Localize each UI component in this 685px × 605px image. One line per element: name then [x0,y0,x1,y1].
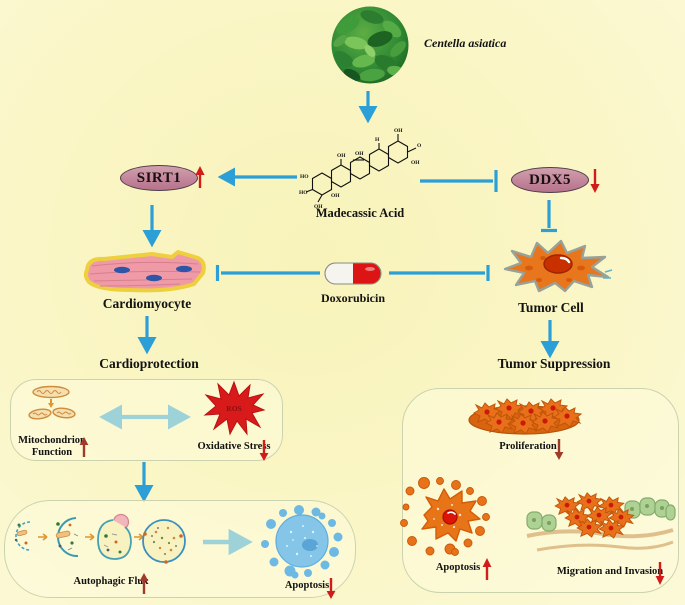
plant-label: Centella asiatica [424,36,507,50]
stage-phagophore-small [14,521,31,551]
apoptotic-tumor-cell-icon [400,477,490,556]
svg-text:OH: OH [411,160,420,166]
ddx5-down-arrow-icon [590,169,600,193]
cardio-apoptosis-down-arrow-icon [326,578,336,599]
tumor-apoptosis-label: Apoptosis [435,562,481,573]
svg-text:HO: HO [300,174,309,180]
epithelial-nuclei [532,504,664,525]
stage-autophagosome-fusion [97,513,132,560]
orange-cell-speckles [433,504,462,529]
ddx5-node: DDX5 [511,167,589,193]
ddx5-label: DDX5 [529,171,571,188]
svg-text:OH: OH [314,204,323,210]
proliferation-down-arrow-icon [554,439,564,460]
blue-cell-body [275,514,329,568]
stage-phagophore-cup [55,517,79,558]
tumor-cytoplasm-spots [525,256,585,282]
sirt1-node: SIRT1 [120,165,198,191]
migration-down-arrow-icon [655,562,665,585]
tumor-nucleus [543,254,573,274]
mitochondria-cristae [32,390,72,416]
svg-text:OH: OH [394,128,403,134]
tumor-cell [503,239,613,293]
compound-label: Madecassic Acid [315,206,405,220]
cardiomyocyte-cell [83,250,206,293]
cardiomyocyte-label: Cardiomyocyte [102,296,192,311]
centella-plant-photo [331,6,409,84]
tumor-apoptosis-up-arrow-icon [482,558,492,580]
cardio-apoptosis-label: Apoptosis [284,580,330,591]
membrane-ribbons [526,528,674,552]
sirt1-label: SIRT1 [136,169,182,186]
sirt1-up-arrow-icon [195,166,205,188]
autophagy-up-arrow-icon [139,573,149,594]
svg-text:HO: HO [299,190,308,196]
doxorubicin-label: Doxorubicin [320,291,385,305]
tumor-mass-icon [468,398,582,435]
ros-label: ROS [226,404,241,413]
proliferation-label: Proliferation [499,441,557,452]
migration-invasion-label: Migration and Invasion [556,566,664,577]
mitochondria-icon [28,385,76,420]
doxorubicin-capsule [324,262,382,285]
migration-invasion-icon [526,492,676,552]
svg-text:H: H [375,137,380,143]
svg-text:O: O [417,143,422,149]
cardioprotection-title: Cardioprotection [99,356,199,371]
tumor-cell-label: Tumor Cell [518,300,584,315]
stage-autolysosome [142,519,186,564]
apoptotic-cardiomyocyte-icon [261,505,343,579]
orange-fragments [400,477,490,556]
oxidative-down-arrow-icon [259,440,269,461]
blue-cell-speckles [286,525,318,557]
svg-text:OH: OH [355,151,364,157]
tumor-suppression-title: Tumor Suppression [497,356,611,371]
svg-text:OH: OH [331,193,340,199]
svg-text:OH: OH [337,153,346,159]
autophagy-stages-icon [14,513,186,564]
cardiomyocyte-nuclei [114,265,192,282]
oxidative-stress-label: Oxidative Stress [197,441,271,452]
mitochondrion-function-label: Mitochondrion Function [18,435,86,459]
mito-up-arrow-icon [79,437,89,457]
plant-leaves [333,10,406,82]
autophagic-flux-label: Autophagic Flux [73,576,149,587]
ros-starburst-icon: ROS [203,380,266,436]
blue-cell-fragments [261,505,343,579]
